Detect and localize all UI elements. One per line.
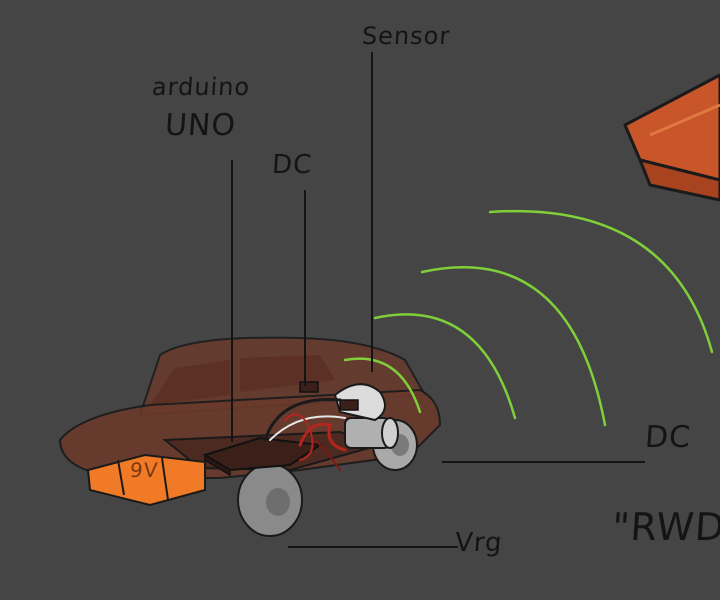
sensor-label: Sensor [361,22,452,50]
wiring [263,398,347,471]
arduino-board [202,436,323,477]
battery-label: 9V [129,458,160,482]
dc-motor [344,417,399,449]
sensor-dome [299,381,386,422]
battery [86,453,206,507]
obstacle [623,73,720,202]
rwd-label: "RWD [610,505,720,549]
voltage-label: Vrg [453,528,504,558]
arduino-label-line2: UNO [163,108,238,143]
dc-right-label: DC [643,420,693,455]
leader-lines [231,52,645,548]
dc-top-label: DC [270,150,314,180]
arduino-label-line1: arduino [151,73,252,101]
signal-waves [343,209,714,427]
